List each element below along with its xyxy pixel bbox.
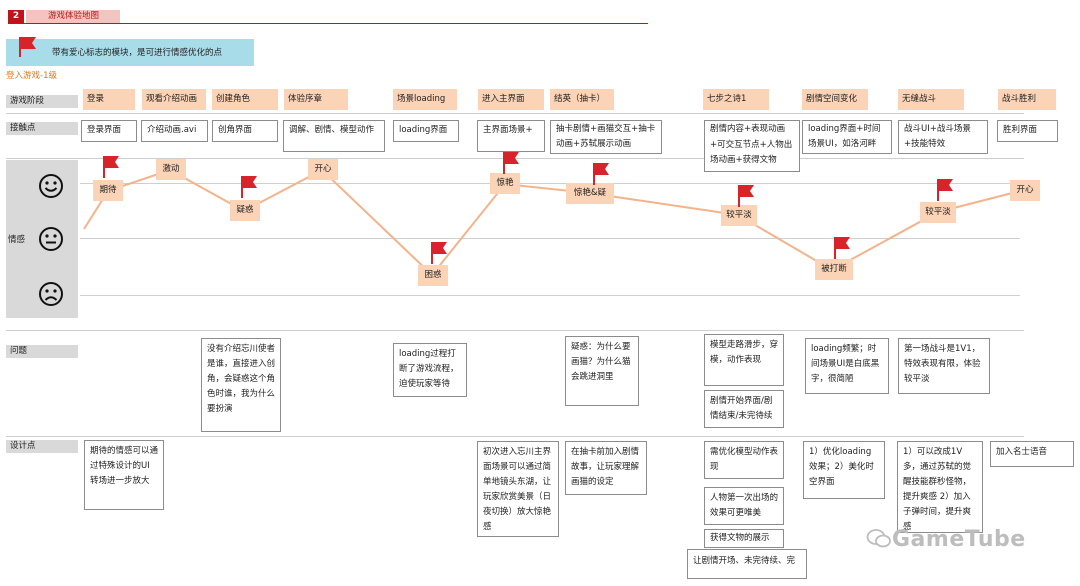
flag-icon bbox=[834, 237, 850, 259]
section-divider bbox=[8, 23, 648, 24]
design-gacha-story: 在抽卡前加入剧情故事，让玩家理解画猫的设定 bbox=[565, 441, 647, 495]
divider-line bbox=[6, 330, 1024, 331]
neutral-face-icon bbox=[39, 227, 63, 251]
touchpoint-login-screen: 登录界面 bbox=[81, 120, 137, 142]
emotion-node-happy: 开心 bbox=[308, 159, 338, 180]
flag-icon bbox=[103, 156, 119, 178]
grid-line-neutral bbox=[80, 238, 1020, 239]
flag-icon bbox=[593, 163, 609, 185]
flag-icon bbox=[937, 179, 953, 201]
sad-face-icon bbox=[39, 282, 63, 306]
design-loading-optimize: 1）优化loading效果；2）美化时空界面 bbox=[803, 441, 885, 499]
design-character-entrance: 人物第一次出场的效果可更唯美 bbox=[704, 487, 784, 525]
divider-line bbox=[6, 113, 1024, 114]
emotion-node-anticipation: 期待 bbox=[93, 180, 123, 201]
problem-gacha: 疑惑：为什么要画猫？为什么猫会跳进洞里 bbox=[565, 336, 639, 406]
section-number: 2 bbox=[8, 10, 24, 23]
watermark: GameTube bbox=[892, 527, 1026, 552]
design-main-scene: 初次进入忘川主界面场景可以通过简单地镜头东湖，让玩家欣赏美景（日夜切换）放大惊艳… bbox=[477, 441, 559, 537]
design-battle-optimize: 1）可以改成1V多，通过苏轼的觉醒技能群秒怪物，提升爽感 2）加入子弹时间，提升… bbox=[897, 441, 983, 533]
touchpoint-gacha: 抽卡剧情+画猫交互+抽卡动画+苏轼展示动画 bbox=[550, 120, 662, 154]
emotion-node-interrupted: 被打断 bbox=[815, 259, 853, 280]
stage-seamless-battle: 无缝战斗 bbox=[898, 89, 964, 110]
design-ui-transition: 期待的情感可以通过特殊设计的UI转场进一步放大 bbox=[84, 440, 164, 510]
design-relic-display: 获得文物的展示 bbox=[704, 529, 784, 548]
emotion-node-confused: 疑惑 bbox=[230, 200, 260, 221]
problem-space-change: loading频繁；时间场景UI是白底黑字，很简陋 bbox=[805, 338, 889, 394]
touchpoint-battle: 战斗UI+战斗场景+技能特效 bbox=[898, 120, 988, 154]
stage-gacha: 结英（抽卡） bbox=[550, 89, 614, 110]
problem-model-motion: 模型走路滑步，穿模，动作表现 bbox=[704, 334, 784, 386]
wechat-logo-icon bbox=[866, 529, 891, 548]
emotion-node-flat-2: 较平淡 bbox=[920, 202, 956, 223]
touchpoint-intro-video: 介绍动画.avi bbox=[141, 120, 208, 142]
flag-icon bbox=[738, 185, 754, 207]
emotion-panel bbox=[6, 160, 78, 318]
stage-login: 登录 bbox=[83, 89, 135, 110]
touchpoint-main-scene: 主界面场景+ bbox=[477, 120, 545, 152]
section-title: 游戏体验地图 bbox=[26, 10, 120, 23]
stage-intro-video: 观看介绍动画 bbox=[142, 89, 206, 110]
legend-box bbox=[6, 39, 254, 66]
stage-victory: 战斗胜利 bbox=[998, 89, 1056, 110]
emotion-node-flat: 较平淡 bbox=[721, 205, 757, 226]
design-celebrity-voice: 加入名士语音 bbox=[990, 441, 1074, 467]
emotion-node-amazed-doubt: 惊艳&疑 bbox=[566, 183, 614, 204]
grid-line-happy bbox=[80, 183, 1020, 184]
row-label-emotion: 情感 bbox=[8, 235, 26, 245]
design-model-motion: 需优化模型动作表现 bbox=[704, 441, 784, 479]
emotion-node-amazed: 惊艳 bbox=[490, 173, 520, 194]
legend-flag-icon bbox=[19, 37, 36, 57]
happy-face-icon bbox=[39, 174, 63, 198]
divider-line bbox=[6, 436, 1024, 437]
level-label: 登入游戏-1级 bbox=[6, 71, 57, 81]
row-label-problem: 问题 bbox=[6, 345, 78, 358]
touchpoint-loading-screen: loading界面 bbox=[393, 120, 459, 142]
stage-prologue: 体验序章 bbox=[284, 89, 348, 110]
row-label-touch: 接触点 bbox=[6, 122, 78, 135]
design-story-opening: 让剧情开场、未完待续、完 bbox=[687, 549, 807, 579]
flag-icon bbox=[503, 152, 519, 174]
stage-space-change: 剧情空间变化 bbox=[802, 89, 868, 110]
touchpoint-story: 剧情内容+表现动画+可交互节点+人物出场动画+获得文物 bbox=[704, 120, 800, 172]
flag-icon bbox=[241, 176, 257, 198]
stage-create-role: 创建角色 bbox=[212, 89, 278, 110]
grid-line-sad bbox=[80, 295, 1020, 296]
touchpoint-prologue: 调解、剧情、模型动作 bbox=[283, 120, 385, 152]
emotion-node-puzzled: 困惑 bbox=[418, 265, 448, 286]
touchpoint-create-screen: 创角界面 bbox=[212, 120, 278, 142]
stage-main-ui: 进入主界面 bbox=[478, 89, 544, 110]
row-label-stage: 游戏阶段 bbox=[6, 95, 78, 108]
problem-create-role: 没有介绍忘川使者是谁，直接进入创角，会疑惑这个角色时谁，我为什么要扮演 bbox=[201, 338, 281, 432]
touchpoint-time-scene: loading界面+时间场景UI，如洛河畔 bbox=[802, 120, 892, 154]
problem-battle: 第一场战斗是1V1，特效表现有限，体验较平淡 bbox=[898, 338, 990, 394]
problem-loading: loading过程打断了游戏流程，迫使玩家等待 bbox=[393, 343, 467, 397]
stage-loading: 场景loading bbox=[393, 89, 457, 110]
emotion-node-happy-2: 开心 bbox=[1010, 180, 1040, 201]
flag-icon bbox=[431, 242, 447, 264]
legend-text: 带有爱心标志的模块，是可进行情感优化的点 bbox=[52, 48, 223, 58]
stage-seven-step-poem: 七步之诗1 bbox=[703, 89, 769, 110]
row-label-design: 设计点 bbox=[6, 440, 78, 453]
problem-story-screens: 剧情开始界面/剧情结束/未完待续 bbox=[704, 390, 784, 428]
touchpoint-victory: 胜利界面 bbox=[997, 120, 1058, 142]
emotion-node-excited: 激动 bbox=[156, 159, 186, 180]
